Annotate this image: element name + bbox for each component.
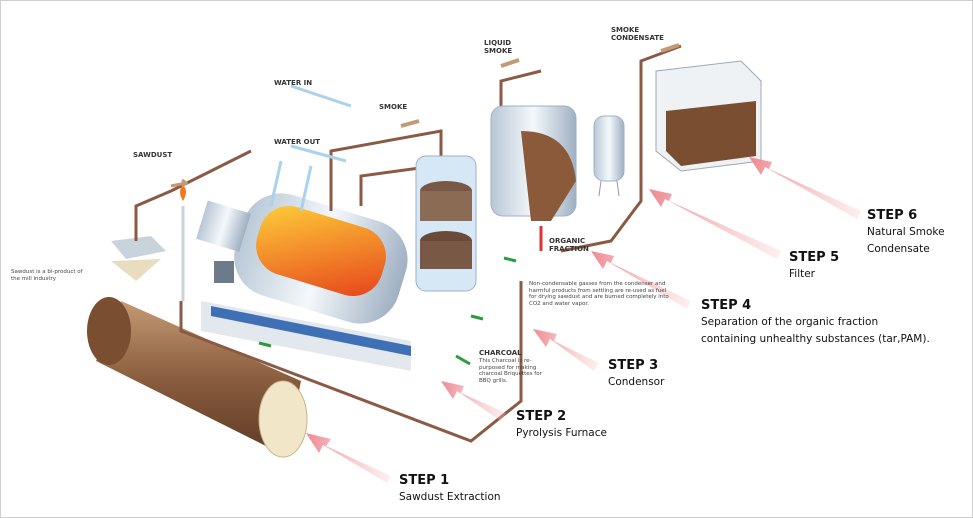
pyrolysis-furnace xyxy=(180,185,411,371)
label-water-in: WATER IN xyxy=(274,79,313,87)
step-6-subtitle-line2: Condensate xyxy=(867,243,930,255)
step-1-subtitle: Sawdust Extraction xyxy=(399,491,501,503)
filter-unit xyxy=(593,115,625,197)
condenser xyxy=(415,155,477,292)
step-2-subtitle: Pyrolysis Furnace xyxy=(516,427,607,439)
step-1: STEP 1 Sawdust Extraction xyxy=(399,473,501,506)
sawdust-hopper xyxy=(111,149,252,281)
step-6-title: STEP 6 xyxy=(867,208,918,223)
note-charcoal: This Charcoal is re-purposed for making … xyxy=(479,358,542,384)
step-2-title: STEP 2 xyxy=(516,409,567,424)
step-6-subtitle: Natural Smoke xyxy=(867,226,945,238)
step1-arrow xyxy=(306,433,391,483)
note-non-condensable: Non-condensable gasses from the condense… xyxy=(529,281,669,307)
separator-tank xyxy=(490,105,577,251)
flow-arrows xyxy=(170,43,680,366)
step-4-title: STEP 4 xyxy=(701,298,752,313)
step-4: STEP 4 Separation of the organic fractio… xyxy=(701,298,930,348)
step-5-title: STEP 5 xyxy=(789,250,840,265)
step-5: STEP 5 Filter xyxy=(789,250,839,283)
step-1-title: STEP 1 xyxy=(399,473,450,488)
step-4-subtitle: Separation of the organic fraction xyxy=(701,316,879,328)
step-3: STEP 3 Condensor xyxy=(608,358,664,391)
smoke-condensate-container xyxy=(655,60,762,172)
label-water-out: WATER OUT xyxy=(274,138,321,146)
label-organic-fraction: ORGANIC FRACTION xyxy=(549,237,589,253)
pipes xyxy=(179,44,682,443)
step-3-title: STEP 3 xyxy=(608,358,659,373)
step5-arrow xyxy=(649,189,781,259)
label-smoke: SMOKE xyxy=(379,103,408,111)
log-illustration xyxy=(87,297,308,458)
step4-arrow xyxy=(591,251,691,309)
step-4-subtitle-line2: containing unhealthy substances (tar,PAM… xyxy=(701,333,930,345)
label-charcoal: CHARCOAL xyxy=(479,349,522,357)
label-smoke-condensate: SMOKE CONDENSATE xyxy=(611,26,664,42)
step6-arrow xyxy=(749,157,861,219)
step-3-subtitle: Condensor xyxy=(608,376,665,388)
step3-arrow xyxy=(533,329,599,371)
label-liquid-smoke: LIQUID SMOKE xyxy=(484,39,513,55)
step2-arrow xyxy=(441,381,506,421)
step-6: STEP 6 Natural Smoke Condensate xyxy=(867,208,945,258)
water-pipes xyxy=(269,84,352,212)
label-sawdust: SAWDUST xyxy=(133,151,173,159)
step-5-subtitle: Filter xyxy=(789,268,816,280)
step-arrows xyxy=(306,157,861,483)
step-2: STEP 2 Pyrolysis Furnace xyxy=(516,409,607,442)
note-sawdust-origin: Sawdust is a bi-product of the mill indu… xyxy=(11,269,83,282)
